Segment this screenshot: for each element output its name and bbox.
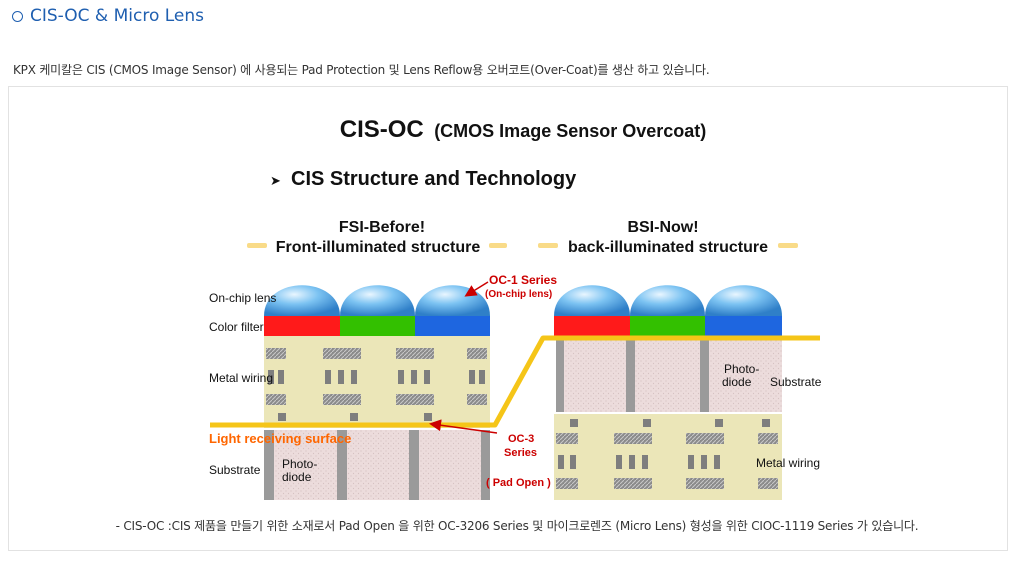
bsi-structure [554,285,782,500]
bsi-substrate [556,340,782,412]
label-oc3-line1: OC-3 [508,433,534,445]
sparkle-icon [247,243,798,248]
circle-bullet-icon [12,10,23,22]
label-on-chip-lens: On-chip lens [209,291,276,305]
fsi-heading: FSI-Before! [339,219,425,236]
bsi-lens-1 [554,285,630,316]
fsi-lens-2 [340,285,415,316]
diagram-title: CIS-OC (CMOS Image Sensor Overcoat) [340,116,707,143]
label-photodiode-1: Photo- [282,457,317,471]
bsi-color-filter-green [630,316,705,336]
fsi-label: Front-illuminated structure [276,239,481,256]
label-oc1-sub: (On-chip lens) [485,289,552,300]
label-light-receiving-surface: Light receiving surface [209,431,351,446]
section-heading: CIS-OC & Micro Lens [12,4,204,28]
fsi-metal-wiring [264,336,490,428]
bsi-metal-wiring [554,414,782,500]
label-color-filter: Color filter [209,320,264,334]
label-pad-open: ( Pad Open ) [486,477,551,489]
diagram-caption: - CIS-OC :CIS 제품을 만들기 위한 소재로서 Pad Open 을… [115,519,919,533]
fsi-color-filter-red [264,316,340,336]
bsi-lens-3 [705,285,782,316]
label-oc1-series: OC-1 Series [489,273,557,287]
arrow-bullet-icon: ➤ [270,174,281,189]
bsi-lens-2 [630,285,705,316]
label-substrate: Substrate [209,463,261,477]
bsi-color-filter-red [554,316,630,336]
section-title: CIS-OC & Micro Lens [30,6,205,26]
label-bsi-photodiode-1: Photo- [724,362,759,376]
fsi-color-filter-blue [415,316,490,336]
bsi-color-filter-blue [705,316,782,336]
label-bsi-photodiode-2: diode [722,375,752,389]
label-metal-wiring: Metal wiring [209,371,273,385]
bsi-label: back-illuminated structure [568,239,768,256]
diagram-panel [8,86,1008,551]
fsi-structure [264,285,490,500]
fsi-substrate [264,430,490,500]
label-photodiode-2: diode [282,470,312,484]
oc1-arrow-icon [464,281,489,297]
fsi-lens-1 [264,285,340,316]
bsi-heading: BSI-Now! [627,219,698,236]
fsi-color-filter-green [340,316,415,336]
label-oc3-line2: Series [504,447,537,459]
fsi-lens-3 [415,285,490,316]
label-bsi-metal-wiring: Metal wiring [756,456,820,470]
oc3-arrow-icon [429,419,498,434]
diagram-subtitle: CIS Structure and Technology [291,168,577,190]
light-receiving-surface-line [210,335,820,428]
label-bsi-substrate: Substrate [770,375,822,389]
intro-text: KPX 케미칼은 CIS (CMOS Image Sensor) 에 사용되는 … [13,63,710,77]
